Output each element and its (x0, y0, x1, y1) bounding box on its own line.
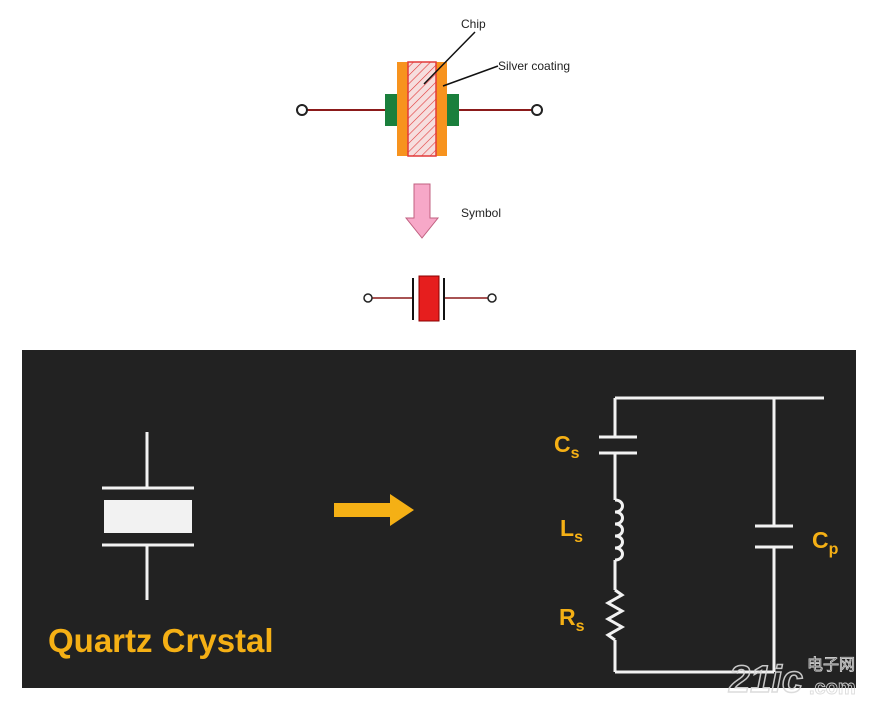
ls-label: Ls (560, 515, 583, 546)
cp-label: Cp (812, 527, 839, 558)
silver-coating-label: Silver coating (498, 59, 570, 73)
equivalent-circuit-svg: Quartz Crystal Cs (48, 396, 839, 674)
ls-inductor (614, 498, 624, 562)
chip-label: Chip (461, 17, 486, 31)
symbol-right-terminal (487, 293, 497, 303)
silver-leader-line (442, 65, 499, 87)
left-terminal (296, 104, 308, 116)
chip-leader-line (423, 31, 476, 85)
right-terminal (531, 104, 543, 116)
symbol-crystal (418, 275, 440, 322)
symbol-label: Symbol (461, 206, 501, 220)
equivalent-circuit-panel: Quartz Crystal Cs (22, 350, 856, 688)
quartz-chip (407, 61, 437, 157)
rs-label: Rs (559, 604, 585, 635)
equivalent-circuit (599, 396, 824, 674)
watermark-brand: 21ic (728, 659, 803, 700)
right-electrode (445, 94, 459, 126)
rs-resistor (604, 588, 626, 642)
watermark-logo: 21ic 电子网 .com (727, 655, 856, 700)
symbol-left-terminal (363, 293, 373, 303)
right-arrow-icon (334, 494, 414, 526)
quartz-crystal-symbol (102, 432, 194, 600)
down-arrow-icon (404, 183, 440, 239)
quartz-crystal-title: Quartz Crystal (48, 622, 274, 659)
watermark-cn: 电子网 (807, 655, 855, 674)
watermark-domain: .com (809, 677, 856, 699)
cs-label: Cs (554, 431, 580, 462)
left-electrode (385, 94, 399, 126)
crystal-structure-diagram: Chip Silver coating Symbol (296, 17, 570, 322)
